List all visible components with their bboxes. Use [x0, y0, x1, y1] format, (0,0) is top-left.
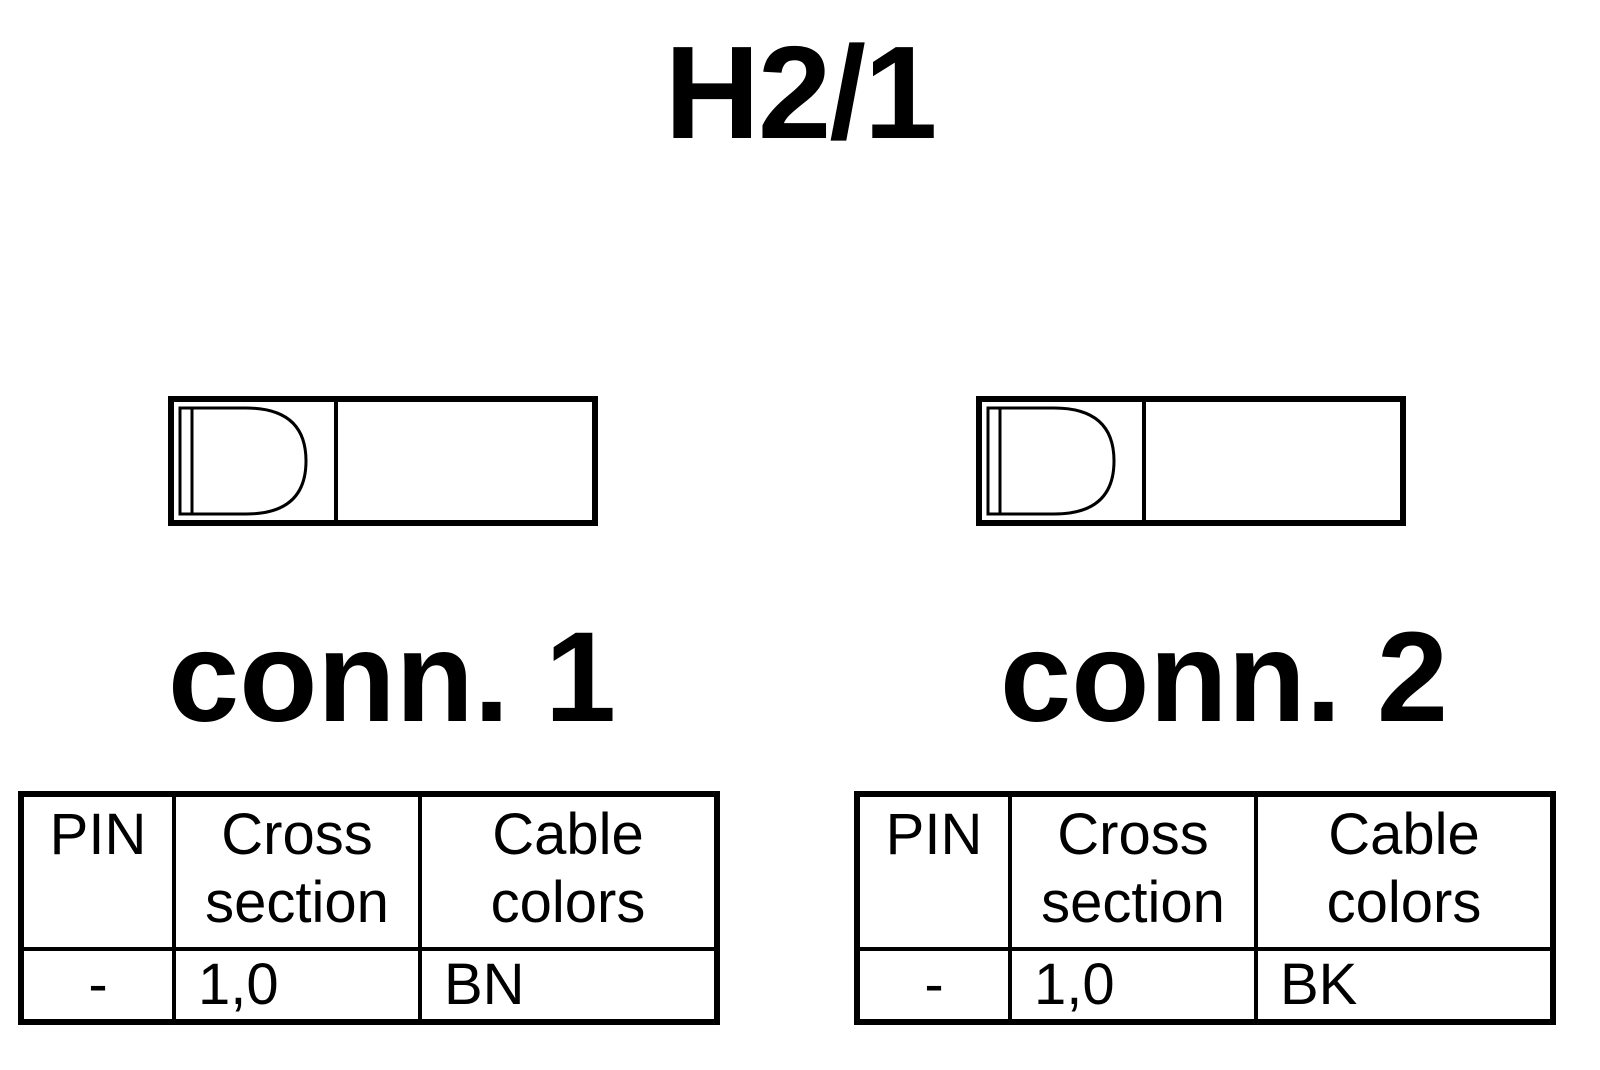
- cross-section-cell: 1,0: [1008, 947, 1258, 1024]
- pin-cell: -: [855, 947, 1012, 1024]
- table-row: - 1,0 BK: [855, 947, 1555, 1024]
- pin-header: PIN: [19, 792, 176, 951]
- cross-section-cell: 1,0: [172, 947, 422, 1024]
- pin-header: PIN: [855, 792, 1012, 951]
- cable-color-cell: BK: [1254, 947, 1555, 1024]
- connector-1-symbol-icon: [168, 396, 598, 526]
- connector-2-label: conn. 2: [1000, 606, 1449, 749]
- cable-color-cell: BN: [418, 947, 719, 1024]
- connector-2-symbol-icon: [976, 396, 1406, 526]
- pin-cell: -: [19, 947, 176, 1024]
- connector-1-label: conn. 1: [168, 606, 617, 749]
- page-title: H2/1: [664, 19, 938, 166]
- table-row: - 1,0 BN: [19, 947, 719, 1024]
